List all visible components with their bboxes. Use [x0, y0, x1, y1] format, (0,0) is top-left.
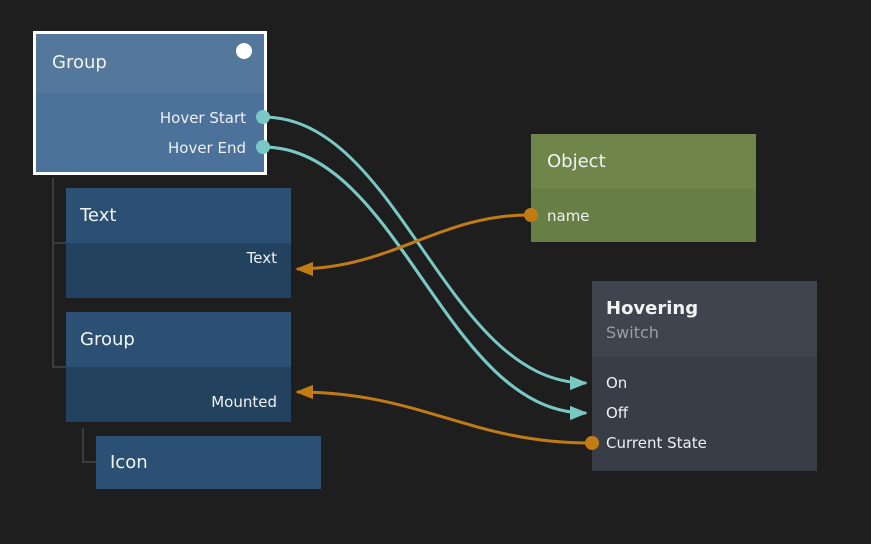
- node-group-selected-body: [36, 93, 264, 172]
- node-object-surface: [531, 134, 756, 242]
- node-object[interactable]: Object name: [531, 134, 756, 242]
- edge-name-to-text: [295, 213, 529, 277]
- node-group-selected-title: Group: [52, 52, 107, 73]
- node-hovering-header: [592, 281, 817, 357]
- tree-line-stub-text: [52, 242, 66, 244]
- port-dot-current-state[interactable]: [585, 436, 599, 450]
- port-dot-name[interactable]: [524, 208, 538, 222]
- node-hovering[interactable]: Hovering Switch On Off Current State: [592, 281, 817, 471]
- port-dot-hover-end[interactable]: [256, 140, 270, 154]
- node-group-mounted[interactable]: Group Mounted: [66, 312, 291, 422]
- port-label-off[interactable]: Off: [606, 404, 629, 422]
- node-icon-header: [96, 436, 321, 489]
- node-hovering-body: [592, 357, 817, 471]
- node-text-title: Text: [80, 205, 117, 226]
- node-group-selected-header: [36, 34, 264, 93]
- tree-line-vertical-main: [52, 178, 54, 368]
- node-object-title: Object: [547, 151, 606, 172]
- node-group-mounted-surface: [66, 312, 291, 422]
- port-label-mounted[interactable]: Mounted: [211, 393, 277, 411]
- tree-line-stub-icon: [82, 461, 96, 463]
- node-group-selected[interactable]: Group Hover Start Hover End: [33, 31, 267, 175]
- node-text-header: [66, 188, 291, 243]
- node-object-body: [531, 189, 756, 242]
- port-label-current-state[interactable]: Current State: [606, 434, 707, 452]
- node-group-mounted-title: Group: [80, 329, 135, 350]
- selected-indicator-dot: [236, 43, 252, 59]
- port-label-hover-start[interactable]: Hover Start: [159, 109, 246, 127]
- node-text[interactable]: Text Text: [66, 188, 291, 298]
- node-object-header: [531, 134, 756, 189]
- port-dot-hover-start[interactable]: [256, 110, 270, 124]
- node-text-body: [66, 243, 291, 298]
- node-hovering-title: Hovering: [606, 298, 699, 319]
- port-label-name[interactable]: name: [547, 207, 590, 225]
- node-icon[interactable]: Icon: [96, 436, 321, 489]
- edge-current-state-to-mounted: [295, 384, 591, 445]
- node-group-selected-surface: [36, 34, 264, 172]
- tree-line-stub-group: [52, 366, 66, 368]
- node-text-surface: [66, 188, 291, 298]
- node-hovering-surface: [592, 281, 817, 471]
- tree-line-vertical-icon: [82, 428, 84, 463]
- node-group-mounted-header: [66, 312, 291, 367]
- node-icon-title: Icon: [110, 452, 148, 473]
- port-label-hover-end[interactable]: Hover End: [167, 139, 246, 157]
- node-group-mounted-body: [66, 367, 291, 422]
- port-label-text[interactable]: Text: [246, 249, 277, 267]
- node-icon-surface: [96, 436, 321, 489]
- node-hovering-subtitle: Switch: [606, 323, 659, 342]
- port-label-on[interactable]: On: [606, 374, 628, 392]
